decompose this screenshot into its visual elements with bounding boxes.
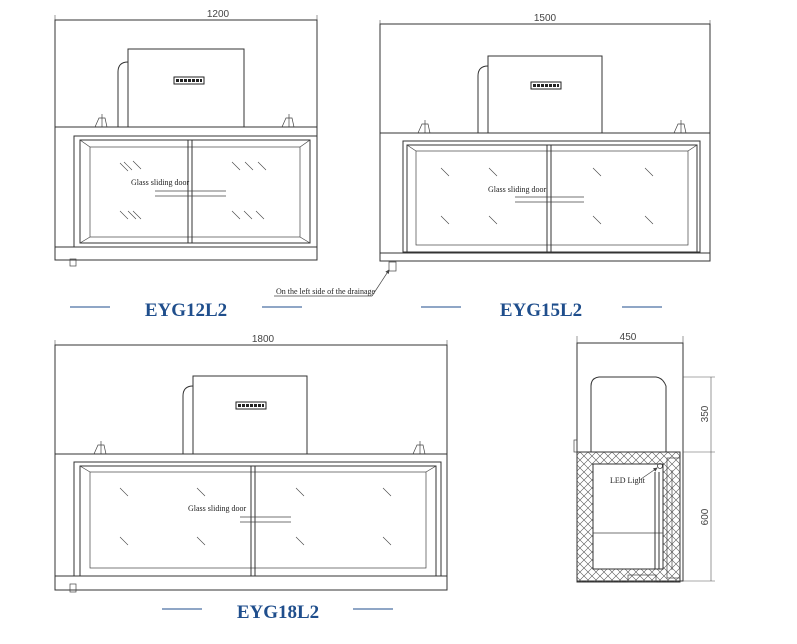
door-label: Glass sliding door — [488, 185, 547, 194]
led-light-label: LED Light — [610, 476, 646, 485]
compressor-box — [117, 48, 245, 128]
width-dimension-label: 1200 — [207, 9, 230, 20]
mount-bolt-icon — [281, 114, 295, 128]
width-dimension: 1500 — [379, 13, 711, 28]
outline — [379, 23, 711, 262]
glass-reflection-marks — [119, 160, 267, 220]
bottom-height-dimension-label: 600 — [700, 508, 711, 525]
interior-cavity — [592, 463, 664, 570]
mount-bolt-icon — [673, 120, 687, 134]
width-dimension-label: 1800 — [252, 334, 275, 345]
width-dimension: 1800 — [54, 334, 448, 348]
width-dimension-label: 1500 — [534, 13, 557, 24]
cabinet-body — [54, 126, 318, 248]
side-view: 450 LED Light 350 600 — [573, 332, 715, 583]
model-title: EYG18L2 — [237, 602, 319, 623]
model-title: EYG12L2 — [145, 300, 227, 321]
compressor-box — [477, 55, 603, 134]
mount-bolt-icon — [417, 120, 431, 134]
glass-reflection-marks — [119, 487, 392, 546]
door-label: Glass sliding door — [131, 178, 190, 187]
door-frame — [79, 465, 437, 577]
led-light-icon — [657, 463, 663, 469]
drain-outlet — [69, 583, 77, 593]
unit-eyg15l2: 1500 Glass sliding door On — [274, 13, 711, 321]
door-label: Glass sliding door — [188, 504, 247, 513]
glass-reflection-marks — [440, 167, 654, 225]
drain-outlet — [69, 258, 77, 267]
compressor-housing — [590, 376, 667, 452]
unit-eyg18l2: 1800 Glass sliding door EY — [54, 334, 448, 623]
unit-eyg12l2: 1200 Glass sliding door — [54, 9, 318, 321]
cabinet-body — [379, 132, 711, 254]
mount-bolt-icon — [412, 441, 426, 455]
mount-bolt-icon — [93, 441, 107, 455]
mount-bolt-icon — [94, 114, 108, 128]
depth-dimension-label: 450 — [620, 332, 637, 343]
door-frame — [79, 139, 311, 244]
model-title: EYG15L2 — [500, 300, 582, 321]
drain-note: On the left side of the drainage — [276, 287, 376, 296]
drain-outlet — [388, 261, 397, 272]
compressor-box — [182, 375, 308, 455]
top-height-dimension-label: 350 — [700, 405, 711, 422]
door-frame — [406, 144, 698, 253]
height-dimensions: 350 600 — [683, 376, 715, 582]
depth-dimension: 450 — [576, 332, 684, 346]
